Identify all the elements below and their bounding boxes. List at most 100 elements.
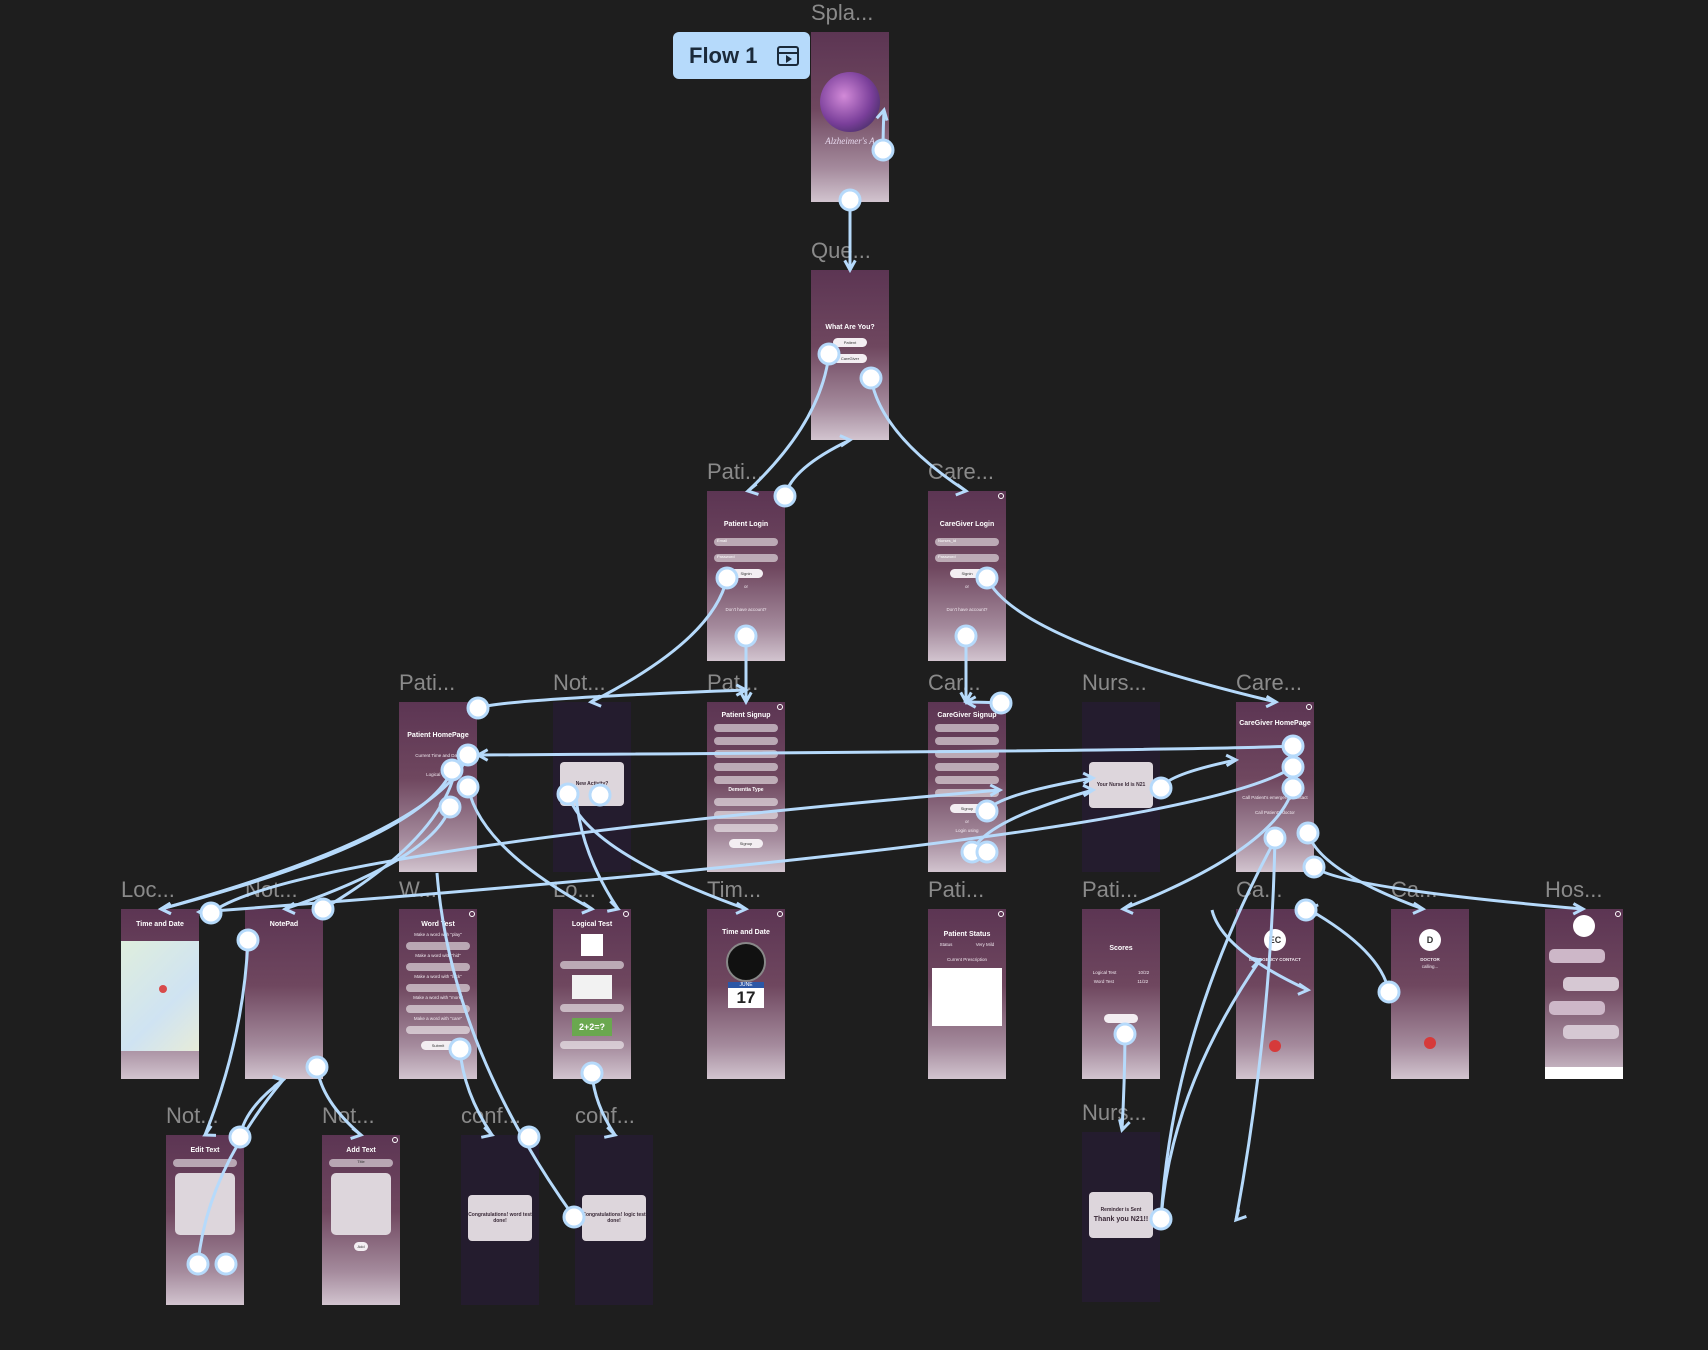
submit-button[interactable]: Submit — [421, 1041, 455, 1050]
frame-splash[interactable]: Alzheimer's A — [811, 32, 889, 202]
connection-line[interactable] — [1159, 758, 1237, 789]
signup-field[interactable] — [935, 750, 999, 758]
password-field[interactable]: Password — [935, 554, 999, 562]
map-view[interactable] — [121, 941, 199, 1051]
signup-button[interactable]: Signup — [950, 804, 984, 813]
frame-notepad[interactable]: NotePad — [245, 909, 323, 1079]
frame-edit-text[interactable]: Edit Text — [166, 1135, 244, 1305]
frame-nurse-id[interactable]: Your Nurse Id is N21 — [1082, 702, 1160, 872]
signup-field[interactable] — [714, 824, 778, 832]
note-textarea[interactable] — [175, 1173, 235, 1235]
patient-choice-button[interactable]: Patient — [833, 338, 867, 347]
frame-patient-login[interactable]: Patient Login Email Password Signin or D… — [707, 491, 785, 661]
frame-patient-signup[interactable]: Patient Signup Dementia Type Signup — [707, 702, 785, 872]
end-call-icon[interactable] — [1269, 1040, 1281, 1052]
frame-title-time-date[interactable]: Tim... — [707, 877, 762, 902]
frame-title-question[interactable]: Que... — [811, 238, 871, 263]
signup-field[interactable] — [935, 724, 999, 732]
frame-title-nurse-id[interactable]: Nurs... — [1082, 670, 1147, 695]
title-field[interactable]: Title — [329, 1159, 393, 1167]
answer-field[interactable] — [406, 942, 470, 950]
signup-field[interactable] — [935, 776, 999, 784]
note-textarea[interactable] — [331, 1173, 391, 1235]
frame-title-patient-home[interactable]: Pati... — [399, 670, 456, 695]
connection-line[interactable] — [238, 1078, 284, 1138]
frame-title-chat[interactable]: Hos... — [1545, 877, 1603, 902]
frame-title-splash[interactable]: Spla... — [811, 0, 874, 25]
frame-title-notify-activity[interactable]: Not... — [553, 670, 606, 695]
frame-patient-status[interactable]: Patient Status Status Very Mild Current … — [928, 909, 1006, 1079]
add-button[interactable]: Add — [354, 1242, 368, 1251]
signup-field[interactable] — [935, 763, 999, 771]
current-time-item[interactable]: Current Time and Date — [415, 753, 461, 758]
flow-starting-point-chip[interactable]: Flow 1 — [673, 32, 810, 79]
frame-title-scores[interactable]: Pati... — [1082, 877, 1139, 902]
frame-chat[interactable] — [1545, 909, 1623, 1079]
answer-field[interactable] — [406, 1005, 470, 1013]
frame-reminder[interactable]: Reminder is Sent Thank you N21!! — [1082, 1132, 1160, 1302]
frame-title-patient-login[interactable]: Pati... — [707, 459, 764, 484]
nurse-id-field[interactable]: Nurses_id — [935, 538, 999, 546]
signup-field[interactable] — [935, 737, 999, 745]
connection-handle[interactable] — [199, 901, 223, 925]
frame-time-date[interactable]: Time and Date JUNE 17 — [707, 909, 785, 1079]
end-call-icon[interactable] — [1424, 1037, 1436, 1049]
title-field[interactable] — [173, 1159, 237, 1167]
signup-field[interactable] — [714, 750, 778, 758]
frame-title-congrats-logic[interactable]: conf... — [575, 1103, 635, 1128]
signin-button[interactable]: Signin — [950, 569, 984, 578]
frame-logical-test[interactable]: Logical Test 2+2=? — [553, 909, 631, 1079]
send-reminder-button[interactable] — [1104, 1014, 1138, 1023]
answer-field[interactable] — [406, 963, 470, 971]
signup-field[interactable] — [714, 811, 778, 819]
frame-location[interactable]: Time and Date — [121, 909, 199, 1079]
signup-field[interactable] — [714, 724, 778, 732]
connection-line[interactable] — [783, 438, 851, 497]
answer-field[interactable] — [560, 961, 624, 969]
signup-field[interactable] — [714, 737, 778, 745]
answer-field[interactable] — [560, 1004, 624, 1012]
answer-field[interactable] — [406, 1026, 470, 1034]
connection-line[interactable] — [1307, 907, 1391, 993]
frame-congrats-word[interactable]: Congratulations! word test done! — [461, 1135, 539, 1305]
call-emergency-item[interactable]: Call Patient's emergency contact — [1242, 795, 1308, 800]
signup-field[interactable] — [935, 789, 999, 797]
message-input[interactable] — [1545, 1067, 1623, 1079]
logical-test-item[interactable]: Logical Test — [426, 772, 450, 777]
frame-call-emergency[interactable]: EC EMERGENCY CONTACT — [1236, 909, 1314, 1079]
frame-notify-activity[interactable]: New Activity? — [553, 702, 631, 872]
signup-field[interactable] — [714, 776, 778, 784]
frame-scores[interactable]: Scores Logical Test 10/22 Word Test 11/2… — [1082, 909, 1160, 1079]
frame-title-patient-status[interactable]: Pati... — [928, 877, 985, 902]
frame-title-call-doctor[interactable]: Ca... — [1391, 877, 1438, 902]
present-flow-icon[interactable] — [777, 45, 800, 66]
frame-title-word-test[interactable]: W... — [399, 877, 437, 902]
caregiver-choice-button[interactable]: CareGiver — [833, 354, 867, 363]
frame-title-location[interactable]: Loc... — [121, 877, 175, 902]
frame-patient-home[interactable]: Patient HomePage Current Time and Date L… — [399, 702, 477, 872]
signin-button[interactable]: Signin — [729, 569, 763, 578]
frame-title-reminder[interactable]: Nurs... — [1082, 1100, 1147, 1125]
frame-title-caregiver-login[interactable]: Care... — [928, 459, 995, 484]
frame-title-edit-text[interactable]: Not... — [166, 1103, 219, 1128]
frame-title-add-text[interactable]: Not... — [322, 1103, 375, 1128]
password-field[interactable]: Password — [714, 554, 778, 562]
frame-word-test[interactable]: Word Test Make a word with "play" Make a… — [399, 909, 477, 1079]
signup-button[interactable]: Signup — [729, 839, 763, 848]
signup-field[interactable] — [714, 798, 778, 806]
frame-title-patient-signup[interactable]: Pat... — [707, 670, 759, 695]
frame-caregiver-login[interactable]: CareGiver Login Nurses_id Password Signi… — [928, 491, 1006, 661]
answer-field[interactable] — [406, 984, 470, 992]
frame-title-notepad[interactable]: Not... — [245, 877, 298, 902]
frame-add-text[interactable]: Add Text Title Add — [322, 1135, 400, 1305]
connection-line[interactable] — [1313, 865, 1584, 911]
frame-title-call-emergency[interactable]: Ca... — [1236, 877, 1283, 902]
frame-question[interactable]: What Are You? Patient CareGiver — [811, 270, 889, 440]
frame-title-caregiver-signup[interactable]: Car... — [928, 670, 981, 695]
frame-title-logical-test[interactable]: Lo... — [553, 877, 596, 902]
frame-caregiver-home[interactable]: CareGiver HomePage Call Patient's emerge… — [1236, 702, 1314, 872]
frame-call-doctor[interactable]: D DOCTOR calling... — [1391, 909, 1469, 1079]
frame-title-caregiver-home[interactable]: Care... — [1236, 670, 1303, 695]
call-doctor-item[interactable]: Call Patient's doctor — [1255, 810, 1295, 815]
email-field[interactable]: Email — [714, 538, 778, 546]
